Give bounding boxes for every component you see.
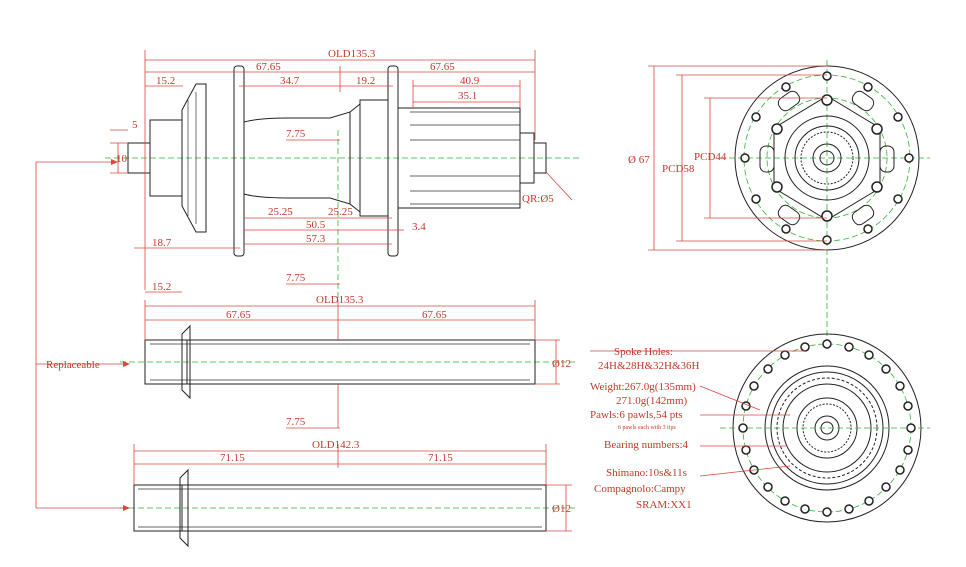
dim-25-25-right: 25.25	[328, 206, 353, 218]
spec-campagnolo: Compagnolo:Campy	[594, 483, 686, 495]
dim-old-top: OLD135.3	[328, 48, 376, 60]
dim-old-135: OLD135.3	[316, 294, 364, 306]
dim-142-left: 71.15	[220, 452, 245, 464]
spec-pawls-note: 6 pawls each with 3 tips	[618, 425, 676, 431]
spec-spoke-holes-value: 24H&28H&32H&36H	[598, 360, 700, 372]
dim-40-9: 40.9	[460, 75, 480, 87]
dim-35-1: 35.1	[458, 90, 477, 102]
dim-135-left: 67.65	[226, 309, 251, 321]
hub-end-view	[720, 333, 930, 523]
spec-bearing: Bearing numbers:4	[604, 439, 689, 451]
dim-10: 10	[116, 153, 128, 165]
spec-weight-135: Weight:267.0g(135mm)	[590, 381, 696, 393]
replaceable-label: Replaceable	[46, 359, 100, 371]
dim-135-diameter: Ø12	[552, 358, 571, 370]
right-flange	[387, 65, 399, 257]
dim-15-2-bottom: 15.2	[152, 281, 171, 293]
dim-pcd58: PCD58	[662, 163, 695, 175]
dim-19-2: 19.2	[356, 75, 375, 87]
hub-side-view: OLD135.3 67.65 67.65 15.2 34.7 19.2 40.9…	[105, 48, 580, 300]
axle-135-view: OLD135.3 67.65 67.65 Ø12 7.75	[120, 294, 575, 429]
dim-7-75-a: 7.75	[286, 128, 306, 140]
dim-142-diameter: Ø12	[552, 503, 571, 515]
dim-15-2-top: 15.2	[156, 75, 175, 87]
dim-5: 5	[132, 119, 138, 131]
dim-142-right: 71.15	[428, 452, 453, 464]
axle-142-view: OLD142.3 71.15 71.15 Ø12	[120, 439, 575, 548]
dim-7-75-b: 7.75	[286, 272, 306, 284]
dim-3-4: 3.4	[412, 221, 426, 233]
spec-callouts: Spoke Holes: 24H&28H&32H&36H Weight:267.…	[590, 346, 806, 511]
dim-50-5: 50.5	[306, 219, 326, 231]
flange-front-view: Ø 67 PCD44 PCD58	[628, 60, 930, 340]
dim-25-25-left: 25.25	[268, 206, 293, 218]
dim-135-right: 67.65	[422, 309, 447, 321]
dim-old-142: OLD142.3	[312, 439, 360, 451]
spec-weight-142: 271.0g(142mm)	[616, 395, 688, 407]
left-flange	[233, 65, 245, 257]
dim-18-7: 18.7	[152, 237, 172, 249]
replaceable-bracket: Replaceable	[35, 159, 130, 511]
spec-pawls: Pawls:6 pawls,54 pts	[590, 409, 683, 421]
dim-pcd44: PCD44	[694, 151, 727, 163]
dim-flange-diameter: Ø 67	[628, 154, 650, 166]
dim-57-3: 57.3	[306, 233, 326, 245]
dim-67-65-left: 67.65	[256, 61, 281, 73]
spec-sram: SRAM:XX1	[636, 499, 692, 511]
dim-qr: QR:Ø5	[522, 193, 554, 205]
dim-34-7: 34.7	[280, 75, 300, 87]
dim-135-7-75: 7.75	[286, 416, 306, 428]
spec-shimano: Shimano:10s&11s	[606, 467, 687, 479]
axle-end-right	[533, 142, 547, 174]
spec-spoke-holes-title: Spoke Holes:	[614, 346, 673, 358]
dim-67-65-right: 67.65	[430, 61, 455, 73]
